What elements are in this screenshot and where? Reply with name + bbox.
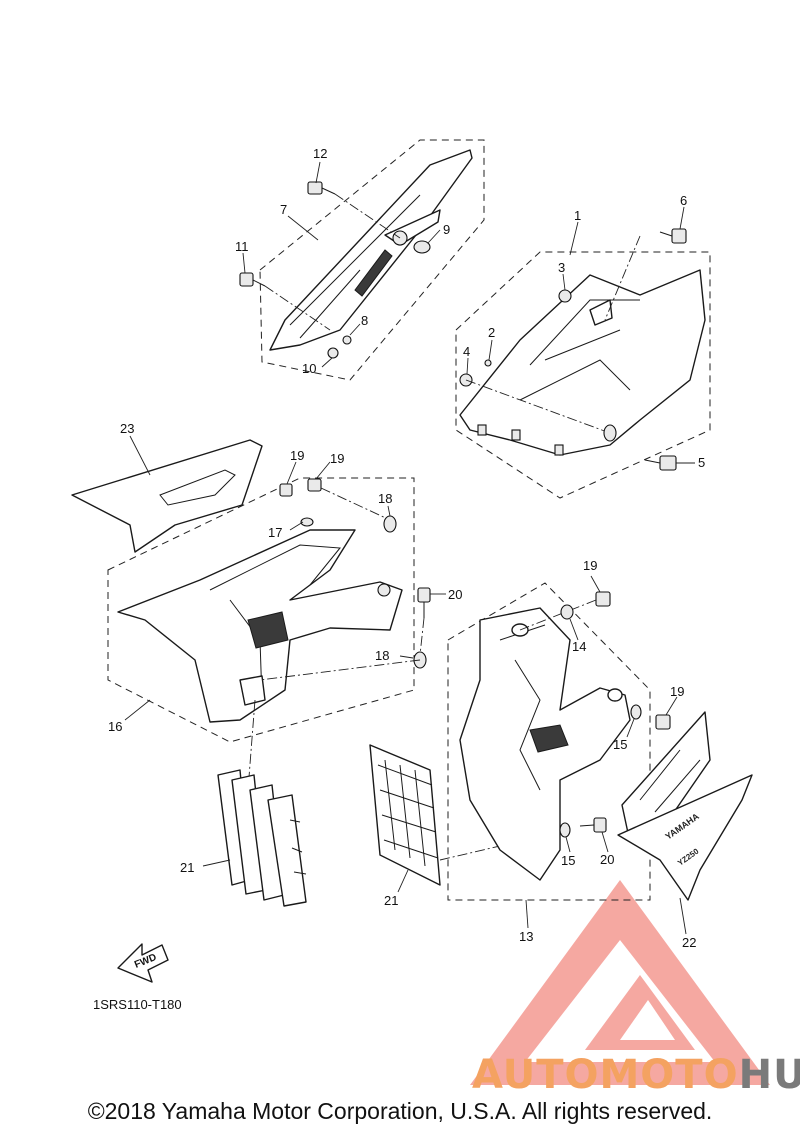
callout-20-b: 20: [600, 852, 614, 867]
callout-1: 1: [574, 208, 581, 223]
callout-18-b: 18: [375, 648, 389, 663]
part-13-assembly: [447, 582, 671, 901]
callout-19-b: 19: [330, 451, 344, 466]
callout-17: 17: [268, 525, 282, 540]
callout-6: 6: [680, 193, 687, 208]
bolt-19-b: [307, 478, 322, 492]
callout-12: 12: [313, 146, 327, 161]
callout-15-b: 15: [561, 853, 575, 868]
callout-19-a: 19: [290, 448, 304, 463]
callout-19-d: 19: [670, 684, 684, 699]
callout-13: 13: [519, 929, 533, 944]
bolt-12: [307, 181, 336, 195]
watermark-part-a: AUTOMOTO: [472, 1052, 739, 1098]
bolt-5: [644, 455, 677, 471]
callout-18-a: 18: [378, 491, 392, 506]
callout-21-b: 21: [384, 893, 398, 908]
callout-21-a: 21: [180, 860, 194, 875]
callout-8: 8: [361, 313, 368, 328]
part-22-decal: YAMAHA YZ250: [617, 711, 753, 901]
callout-11: 11: [235, 239, 249, 254]
callout-15-a: 15: [613, 737, 627, 752]
bolt-19-a: [279, 483, 293, 497]
part-1-assembly: [455, 228, 711, 499]
callout-19-c: 19: [583, 558, 597, 573]
copyright-notice: ©2018 Yamaha Motor Corporation, U.S.A. A…: [87, 1098, 713, 1124]
part-7-assembly: [239, 139, 485, 381]
callout-23: 23: [120, 421, 134, 436]
watermark-part-b: HUB: [738, 1052, 800, 1098]
automotohub-logo: [470, 880, 770, 1085]
diagram-code: 1SRS110-T180: [93, 997, 182, 1012]
part-16-assembly: [107, 477, 431, 743]
bolt-19-c: [595, 591, 611, 607]
callout-16: 16: [108, 719, 122, 734]
callout-labels: 12 7 9 11 8 10 1 6 3 2 4 5 23 19 19 18 1…: [108, 146, 705, 950]
part-23-decal: [71, 439, 263, 553]
watermark-text: AUTOMOTOHUB: [472, 1052, 800, 1098]
callout-7: 7: [280, 202, 287, 217]
callout-20-a: 20: [448, 587, 462, 602]
bolt-19-d: [655, 714, 671, 730]
callout-4: 4: [463, 344, 470, 359]
callout-5: 5: [698, 455, 705, 470]
callout-3: 3: [558, 260, 565, 275]
bolt-20-a: [417, 587, 431, 618]
callout-14: 14: [572, 639, 586, 654]
part-21-left: [217, 699, 307, 907]
leader-lines: [124, 161, 695, 935]
callout-9: 9: [443, 222, 450, 237]
callout-22: 22: [682, 935, 696, 950]
bolt-6: [659, 228, 687, 244]
fwd-arrow-icon: FWD: [117, 943, 169, 983]
bolt-20-b: [579, 817, 607, 833]
callout-10: 10: [302, 361, 316, 376]
bolt-11: [239, 272, 266, 287]
callout-2: 2: [488, 325, 495, 340]
